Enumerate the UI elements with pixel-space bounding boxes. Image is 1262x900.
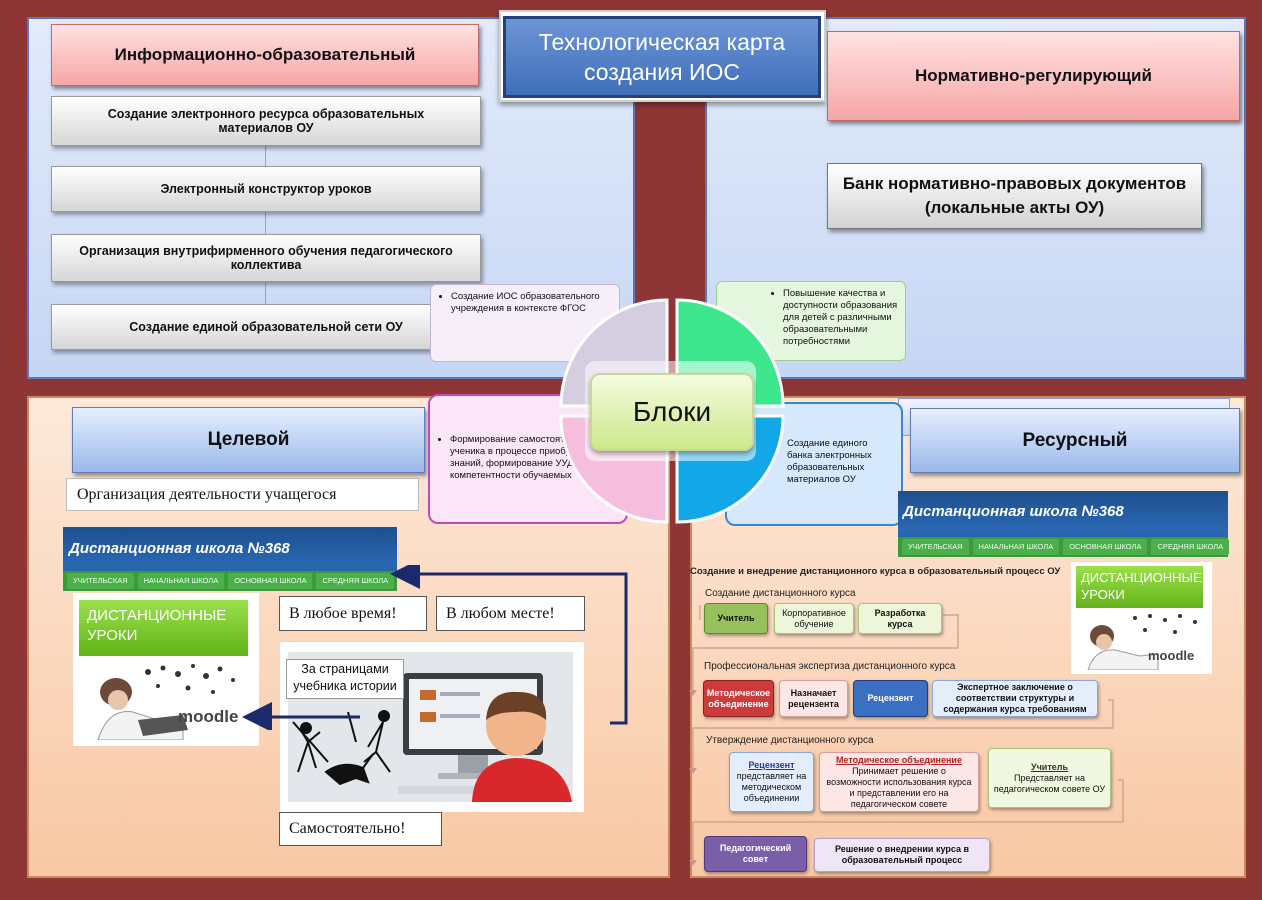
resource-site-title: Дистанционная школа №368 xyxy=(903,503,1124,520)
center-blocks-label: Блоки xyxy=(590,373,754,451)
step-implementation-decision: Решение о внедрении курса в образователь… xyxy=(814,838,990,872)
page-title: Технологическая карта создания ИОС xyxy=(503,16,821,98)
step-teacher-presents: Учитель Представляет на педагогическом с… xyxy=(988,748,1111,808)
target-activity: Организация деятельности учащегося xyxy=(66,478,419,511)
site-nav-item[interactable]: УЧИТЕЛЬСКАЯ xyxy=(67,573,134,589)
stage2-title: Профессиональная экспертиза дистанционно… xyxy=(704,661,956,672)
step-methodical-association: Методическое объединение xyxy=(703,680,774,717)
book-label-box xyxy=(286,659,404,699)
resource-note-text: Создание единого банка электронных образ… xyxy=(787,438,895,486)
reviewer-text: представляет на методическом объединении xyxy=(736,771,807,803)
info-note-text: Создание ИОС образовательного учреждения… xyxy=(451,291,613,315)
info-item-4: Создание единой образовательной сети ОУ xyxy=(51,304,481,350)
stage3-title: Утверждение дистанционного курса xyxy=(706,735,874,746)
book-label: За страницами учебника истории xyxy=(293,662,397,693)
resource-moodle-logo: moodle xyxy=(1148,648,1195,663)
normative-bank: Банк нормативно-правовых документов (лок… xyxy=(827,163,1202,229)
teacher-head: Учитель xyxy=(1030,761,1069,772)
normative-note: Повышение качества и доступности образов… xyxy=(716,281,906,361)
resource-site-nav: УЧИТЕЛЬСКАЯ НАЧАЛЬНАЯ ШКОЛА ОСНОВНАЯ ШКО… xyxy=(898,537,1230,557)
school-site-banner: Дистанционная школа №368 УЧИТЕЛЬСКАЯ НАЧ… xyxy=(63,527,397,591)
site-nav-item[interactable]: ОСНОВНАЯ ШКОЛА xyxy=(1063,539,1148,555)
site-nav: УЧИТЕЛЬСКАЯ НАЧАЛЬНАЯ ШКОЛА ОСНОВНАЯ ШКО… xyxy=(63,571,397,591)
step-course-development: Разработка курса xyxy=(858,603,942,634)
site-nav-item[interactable]: УЧИТЕЛЬСКАЯ xyxy=(902,539,969,555)
step-teacher: Учитель xyxy=(704,603,768,634)
site-nav-item[interactable]: НАЧАЛЬНАЯ ШКОЛА xyxy=(972,539,1060,555)
step-pedagogical-council: Педагогический совет xyxy=(704,836,807,872)
site-nav-item[interactable]: СРЕДНЯЯ ШКОЛА xyxy=(316,573,395,589)
flow-title: Создание и внедрение дистанционного курс… xyxy=(690,566,1061,577)
site-nav-item[interactable]: ОСНОВНАЯ ШКОЛА xyxy=(228,573,313,589)
student-laptop-icon xyxy=(97,664,235,740)
target-header: Целевой xyxy=(72,407,425,473)
resource-student-icon xyxy=(1087,614,1197,670)
step-expert-conclusion: Экспертное заключение о соответствии стр… xyxy=(932,680,1098,717)
connector-line xyxy=(265,145,266,315)
normative-note-text: Повышение качества и доступности образов… xyxy=(783,288,899,348)
site-title: Дистанционная школа №368 xyxy=(69,540,290,557)
association-text: Принимает решение о возможности использо… xyxy=(826,765,972,809)
info-item-1: Создание электронного ресурса образовате… xyxy=(51,96,481,146)
site-nav-item[interactable]: НАЧАЛЬНАЯ ШКОЛА xyxy=(137,573,225,589)
site-nav-item[interactable]: СРЕДНЯЯ ШКОЛА xyxy=(1151,539,1230,555)
any-place-label: В любом месте! xyxy=(436,596,585,631)
info-item-2: Электронный конструктор уроков xyxy=(51,166,481,212)
stage1-title: Создание дистанционного курса xyxy=(705,588,856,599)
reviewer-head: Рецензент xyxy=(748,760,795,770)
informational-header: Информационно-образовательный xyxy=(51,24,479,86)
moodle-logo: moodle xyxy=(178,707,239,726)
flow-connectors xyxy=(689,605,1124,866)
step-assigns-reviewer: Назначает рецензента xyxy=(779,680,848,717)
step-reviewer: Рецензент xyxy=(853,680,928,717)
any-time-label: В любое время! xyxy=(279,596,427,631)
arrow-connector xyxy=(242,565,628,730)
info-item-3: Организация внутрифирменного обучения пе… xyxy=(51,234,481,282)
resource-lessons-tile: ДИСТАНЦИОННЫЕ УРОКИ xyxy=(1076,566,1203,608)
teacher-text: Представляет на педагогическом совете ОУ xyxy=(993,772,1106,794)
normative-header: Нормативно-регулирующий xyxy=(827,31,1240,121)
step-corporate-training: Корпоративное обучение xyxy=(774,603,854,634)
self-label: Самостоятельно! xyxy=(279,812,442,846)
target-note-text: Формирование самостоятельности ученика в… xyxy=(450,434,620,482)
step-association-decides: Методическое объединение Принимает решен… xyxy=(819,752,979,812)
resource-header: Ресурсный xyxy=(910,408,1240,473)
distance-lessons-tile: ДИСТАНЦИОННЫЕ УРОКИ xyxy=(79,600,248,656)
boy-icon xyxy=(472,691,572,802)
step-reviewer-presents: Рецензент представляет на методическом о… xyxy=(729,752,814,812)
resource-site-banner: Дистанционная школа №368 УЧИТЕЛЬСКАЯ НАЧ… xyxy=(898,491,1230,557)
association-head: Методическое объединение xyxy=(836,754,962,765)
